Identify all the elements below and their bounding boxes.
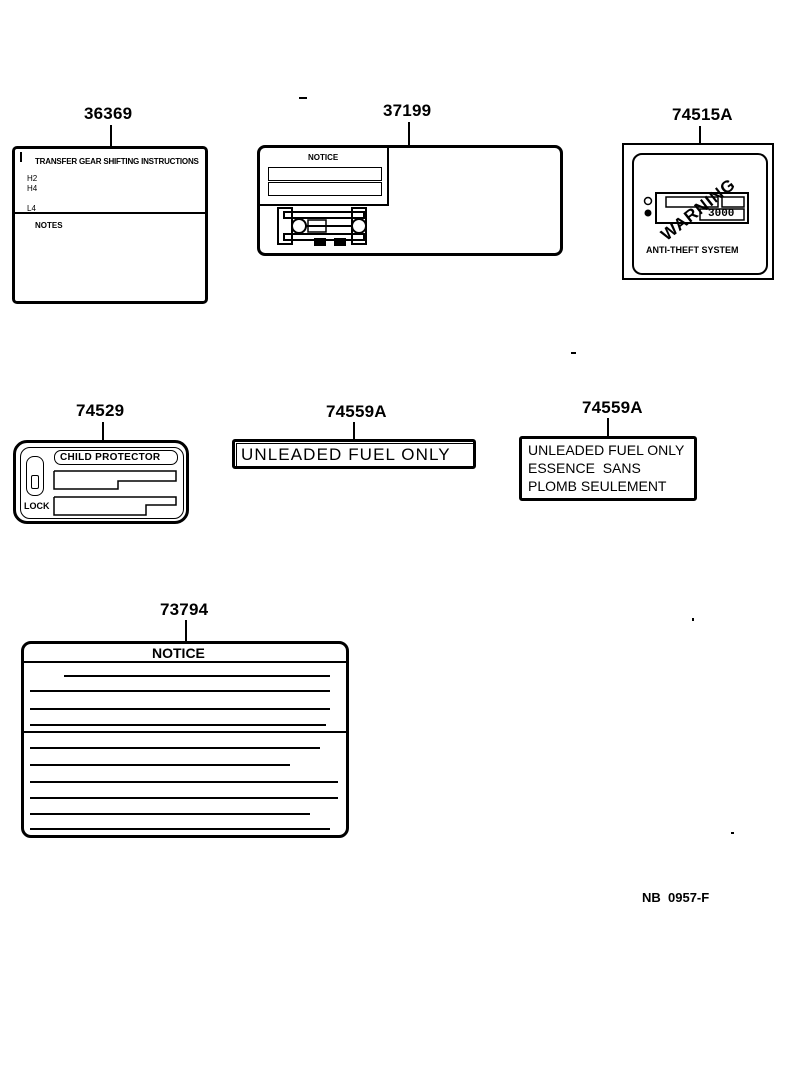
- label-73794-text-line-9: [30, 813, 310, 815]
- label-73794-header-rule: [24, 661, 346, 663]
- label-74515A-warning: 3000 WARNING ANTI-THEFT SYSTEM: [622, 143, 774, 280]
- speck-2: [571, 352, 576, 354]
- label-74529-lock-knob: [31, 475, 39, 489]
- label-74559A-line-2: ESSENCE SANS: [528, 460, 641, 476]
- label-74559A-line-3: PLOMB SEULEMENT: [528, 478, 667, 494]
- label-74515A-display-panel: [643, 192, 749, 224]
- leader-line-74559A-multi: [607, 418, 609, 437]
- label-36369-top-edge: [20, 152, 22, 162]
- label-73794-text-line-8: [30, 797, 338, 799]
- part-number-74559A-single: 74559A: [326, 402, 387, 421]
- label-74515A-inner-frame: [632, 153, 768, 275]
- label-74529-title: CHILD PROTECTOR: [60, 452, 161, 463]
- label-36369-h4: H4: [27, 184, 38, 193]
- leader-line-74515A: [699, 126, 701, 144]
- label-37199-inner-divider-h: [260, 204, 389, 206]
- label-36369-notes: NOTES: [35, 221, 63, 230]
- label-73794-notice: NOTICE: [21, 641, 349, 838]
- part-number-74529: 74529: [76, 401, 125, 420]
- label-73794-text-line-5: [30, 747, 320, 749]
- label-74529-lock-slot: [26, 456, 44, 496]
- label-36369-l4: L4: [27, 204, 36, 213]
- leader-line-74529: [102, 422, 104, 442]
- label-36369-divider: [15, 212, 205, 214]
- label-36369-title: TRANSFER GEAR SHIFTING INSTRUCTIONS: [35, 157, 199, 166]
- label-37199-text-box-2: [268, 182, 382, 196]
- label-36369-transfer-gear: TRANSFER GEAR SHIFTING INSTRUCTIONS H2 H…: [12, 146, 208, 304]
- label-73794-text-line-7: [30, 781, 338, 783]
- label-73794-text-line-4: [30, 724, 326, 726]
- label-74515A-display-value: 3000: [708, 208, 735, 220]
- speck-3: [692, 618, 694, 621]
- label-37199-title: NOTICE: [308, 153, 339, 162]
- part-number-74515A: 74515A: [672, 105, 733, 124]
- label-73794-title: NOTICE: [152, 645, 205, 661]
- label-74559A-multilingual: UNLEADED FUEL ONLY ESSENCE SANS PLOMB SE…: [519, 436, 697, 501]
- label-37199-chassis-diagram: [277, 207, 367, 246]
- leader-line-73794: [185, 620, 187, 642]
- label-37199-inner-divider-v: [387, 148, 389, 204]
- part-number-37199: 37199: [383, 101, 432, 120]
- label-74529-text-boxes: [53, 470, 177, 516]
- label-37199-notice: NOTICE: [257, 145, 563, 256]
- speck-1: [299, 97, 307, 99]
- drawing-code: NB 0957-F: [642, 890, 710, 905]
- part-number-73794: 73794: [160, 600, 209, 619]
- label-74529-child-protector: CHILD PROTECTOR LOCK: [13, 440, 189, 524]
- speck-4: [731, 832, 734, 834]
- label-73794-text-line-1: [64, 675, 330, 677]
- label-74559A-inner-frame: [236, 443, 474, 467]
- label-73794-section-divider: [24, 731, 346, 733]
- label-73794-text-line-6: [30, 764, 290, 766]
- label-74559A-unleaded-fuel: UNLEADED FUEL ONLY: [232, 439, 476, 469]
- part-number-74559A-multi: 74559A: [582, 398, 643, 417]
- leader-line-74559A-single: [353, 422, 355, 440]
- label-74559A-line-1: UNLEADED FUEL ONLY: [528, 442, 685, 458]
- label-74515A-caption: ANTI-THEFT SYSTEM: [646, 245, 739, 255]
- label-73794-text-line-3: [30, 708, 330, 710]
- label-37199-text-box-1: [268, 167, 382, 181]
- part-number-36369: 36369: [84, 104, 133, 123]
- label-74529-title-pill: [54, 450, 178, 465]
- leader-line-36369: [110, 125, 112, 147]
- label-74529-lock-text: LOCK: [24, 501, 50, 511]
- label-74529-inner-frame: [20, 447, 184, 519]
- label-74559A-text: UNLEADED FUEL ONLY: [241, 445, 451, 464]
- leader-line-37199: [408, 122, 410, 146]
- label-36369-h2: H2: [27, 174, 38, 183]
- label-73794-text-line-2: [30, 690, 330, 692]
- label-73794-text-line-10: [30, 828, 330, 830]
